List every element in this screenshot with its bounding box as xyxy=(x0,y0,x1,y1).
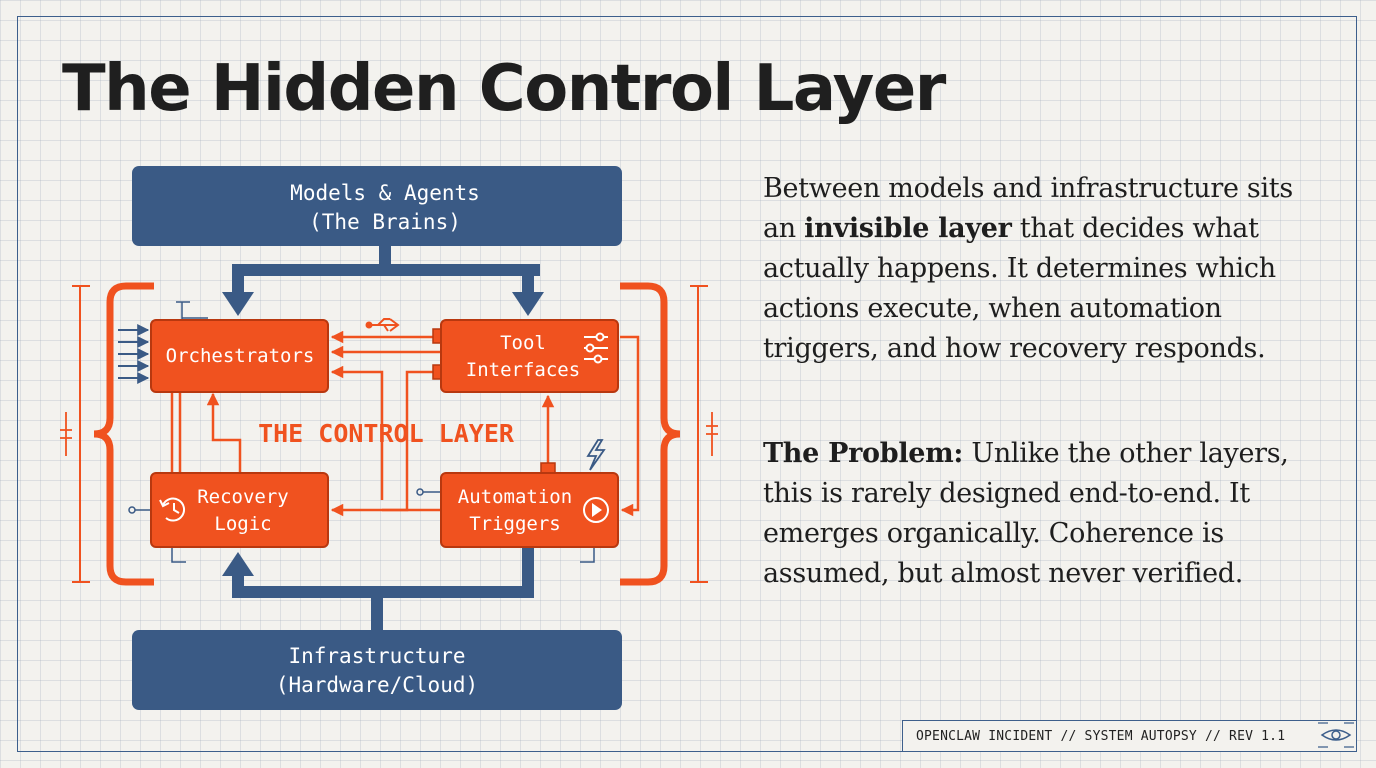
infrastructure-label: Infrastructure xyxy=(288,644,465,668)
automation-triggers-label: Automation xyxy=(458,486,572,508)
lightning-icon xyxy=(586,439,606,471)
history-icon xyxy=(159,497,186,522)
invisible-layer-emphasis: invisible layer xyxy=(804,213,1012,244)
eye-emblem-icon xyxy=(1318,722,1354,748)
infrastructure-sublabel: (Hardware/Cloud) xyxy=(276,673,478,697)
control-layer-diagram: Models & Agents (The Brains) Infrastruct… xyxy=(60,166,718,710)
intro-paragraph: Between models and infrastructure sits a… xyxy=(763,173,1293,364)
models-agents-box: Models & Agents (The Brains) xyxy=(132,166,622,246)
problem-paragraph: The Problem: Unlike the other layers, th… xyxy=(763,438,1289,589)
right-bracket xyxy=(620,282,718,586)
play-icon xyxy=(583,497,609,523)
orchestrators-label: Orchestrators xyxy=(166,345,315,367)
bottom-flow-arrows xyxy=(222,548,534,630)
tool-interfaces-label: Tool xyxy=(500,332,546,354)
technical-annotations xyxy=(128,301,595,563)
sliders-icon xyxy=(584,332,608,364)
tool-interfaces-sublabel: Interfaces xyxy=(466,359,580,381)
orchestrators-node: Orchestrators xyxy=(150,319,329,393)
models-agents-sublabel: (The Brains) xyxy=(309,210,461,234)
problem-heading: The Problem: xyxy=(763,438,964,469)
left-bracket xyxy=(60,282,154,586)
control-flow-lines xyxy=(170,330,640,517)
input-arrows xyxy=(118,324,150,384)
recovery-logic-label: Recovery xyxy=(197,486,289,508)
automation-triggers-sublabel: Triggers xyxy=(469,513,561,535)
control-layer-label: THE CONTROL LAYER xyxy=(258,419,515,448)
recovery-logic-node: Recovery Logic xyxy=(150,472,329,548)
recovery-logic-sublabel: Logic xyxy=(214,513,271,535)
footer-tag: OPENCLAW INCIDENT // SYSTEM AUTOPSY // R… xyxy=(902,720,1357,752)
automation-triggers-node: Automation Triggers xyxy=(440,472,619,548)
page-title: The Hidden Control Layer xyxy=(62,52,946,126)
usb-icon xyxy=(365,318,400,332)
footer-text: OPENCLAW INCIDENT // SYSTEM AUTOPSY // R… xyxy=(916,729,1286,744)
models-agents-label: Models & Agents xyxy=(290,181,480,205)
slide-frame xyxy=(17,16,1357,752)
top-flow-arrows xyxy=(222,246,544,316)
infrastructure-box: Infrastructure (Hardware/Cloud) xyxy=(132,630,622,710)
tool-interfaces-node: Tool Interfaces xyxy=(440,319,619,393)
